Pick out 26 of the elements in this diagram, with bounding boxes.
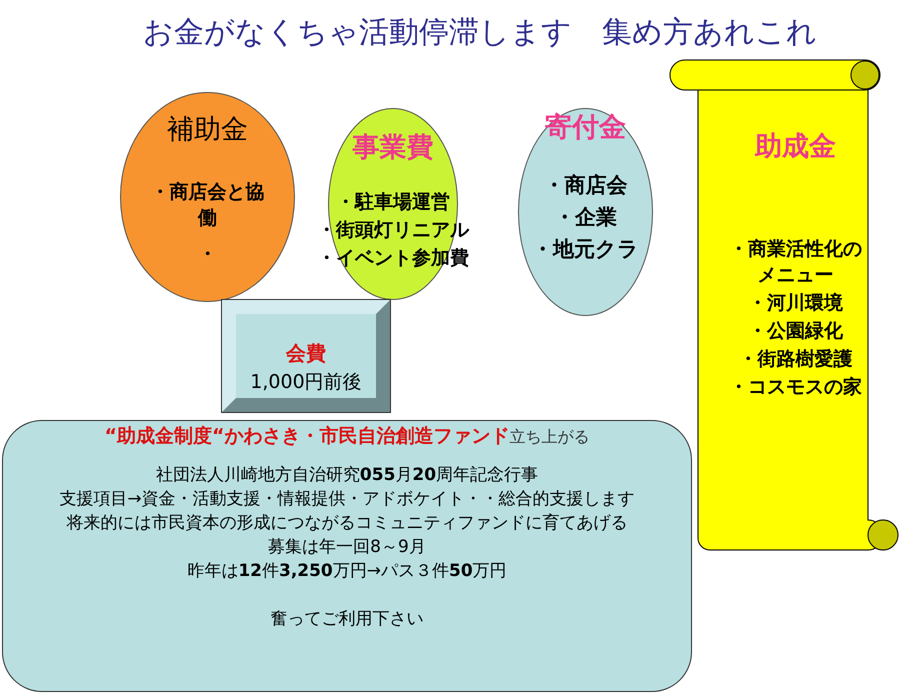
bullet-item: ・商業活性化のメニュー	[728, 237, 863, 288]
bullet-item: ・商店会	[544, 172, 628, 199]
amount-text: 1,000円前後	[250, 370, 362, 395]
bullet-item: ・公園緑化	[747, 319, 844, 344]
heading: 助成金	[755, 130, 836, 164]
heading: 事業費	[352, 131, 434, 165]
bullet-item: ・コスモスの家	[728, 375, 863, 400]
body-text: 募集は年一回8～9月	[268, 536, 426, 559]
bullet-item: ・河川環境	[747, 291, 844, 316]
bullet-item: ・駐車場運営	[336, 190, 450, 215]
bullet-item: ・	[197, 242, 218, 267]
body-text: 支援項目→資金・活動支援・情報提供・アドボケイト・・総合的支援します	[59, 488, 635, 511]
bullet-item: ・企業	[554, 204, 617, 231]
body-text: 昨年は12件3,250万円→パス３件50万円	[187, 560, 507, 583]
body-text: 奮ってご利用下さい	[270, 608, 424, 631]
heading: 会費	[286, 340, 326, 367]
heading: 寄付金	[545, 111, 626, 145]
panel-heading: “助成金制度“かわさき・市民自治創造ファンド立ち上がる	[104, 424, 590, 449]
title: お金がなくちゃ活動停滞します 集め方あれこれ	[142, 14, 818, 52]
bullet-item: ・街路樹愛護	[738, 347, 854, 372]
bullet-item: ・商店会と協働	[150, 180, 265, 231]
heading: 補助金	[167, 113, 248, 147]
rounded-panel	[2, 420, 692, 692]
bullet-item: ・地元クラ	[532, 236, 639, 263]
body-text: 将来的には市民資本の形成につながるコミュニティファンドに育てあげる	[66, 512, 628, 535]
bevel-box	[222, 300, 390, 412]
